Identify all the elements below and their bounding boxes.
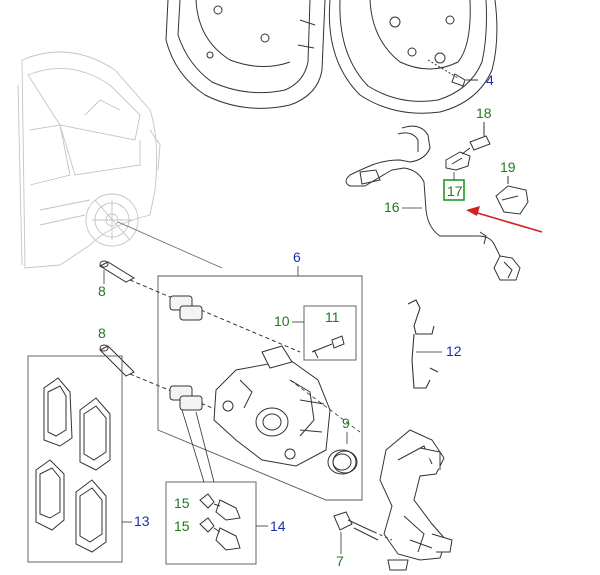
bushing-upper	[169, 295, 203, 321]
bleed-screw-11	[311, 335, 345, 359]
anti-rattle-spring-12	[407, 299, 439, 389]
vehicle-leader-line	[117, 221, 223, 269]
guide-pin-lower	[99, 344, 291, 441]
brake-disc	[328, 0, 498, 114]
bolt-18	[461, 122, 491, 155]
guide-pin-boot-lower	[199, 517, 241, 551]
brake-pad-lower-right	[75, 479, 107, 553]
sensor-bracket-19	[495, 176, 529, 215]
piston-seal-9	[327, 449, 358, 475]
callout-15-upper: 15	[174, 495, 190, 511]
brake-splash-shield	[165, 0, 326, 109]
callout-10: 10	[274, 313, 290, 329]
brake-pad-upper-left	[43, 377, 73, 447]
callout-15-lower: 15	[174, 518, 190, 534]
brake-caliper	[213, 345, 331, 467]
brake-pads-box	[27, 355, 123, 563]
callout-4: 4	[486, 72, 494, 88]
boot-kit-box	[165, 481, 257, 565]
brake-pad-upper-right	[79, 397, 111, 471]
screw-4	[427, 59, 478, 87]
bushing-lower	[169, 385, 203, 411]
vehicle-outline	[17, 51, 161, 269]
brake-wear-sensor	[345, 125, 521, 281]
callout-11: 11	[325, 309, 340, 325]
caliper-assembly-frame	[157, 275, 363, 501]
bleed-kit-box	[303, 305, 357, 361]
callout-8-lower: 8	[98, 325, 106, 341]
callout-7: 7	[336, 553, 344, 569]
guide-pin-boot-upper	[199, 493, 241, 521]
boot-kit-leader-a	[181, 409, 205, 483]
callout-19: 19	[500, 159, 516, 175]
callout-6: 6	[293, 249, 301, 265]
highlight-arrow	[466, 206, 543, 233]
callout-9: 9	[342, 415, 350, 431]
callout-13: 13	[134, 513, 150, 529]
boot-kit-leader-b	[195, 411, 215, 483]
brake-pad-lower-left	[35, 459, 65, 531]
callout-14: 14	[270, 518, 286, 534]
callout-8-upper: 8	[98, 283, 106, 299]
carrier-bolt-7	[333, 511, 393, 541]
callout-16: 16	[384, 199, 400, 215]
guide-pin-upper	[98, 260, 301, 353]
callout-17: 17	[447, 183, 463, 199]
sensor-clip-17	[445, 151, 471, 171]
callout-12: 12	[446, 343, 462, 359]
callout-18: 18	[476, 105, 492, 121]
caliper-dash-line	[289, 379, 361, 433]
caliper-carrier-bracket	[379, 429, 453, 571]
